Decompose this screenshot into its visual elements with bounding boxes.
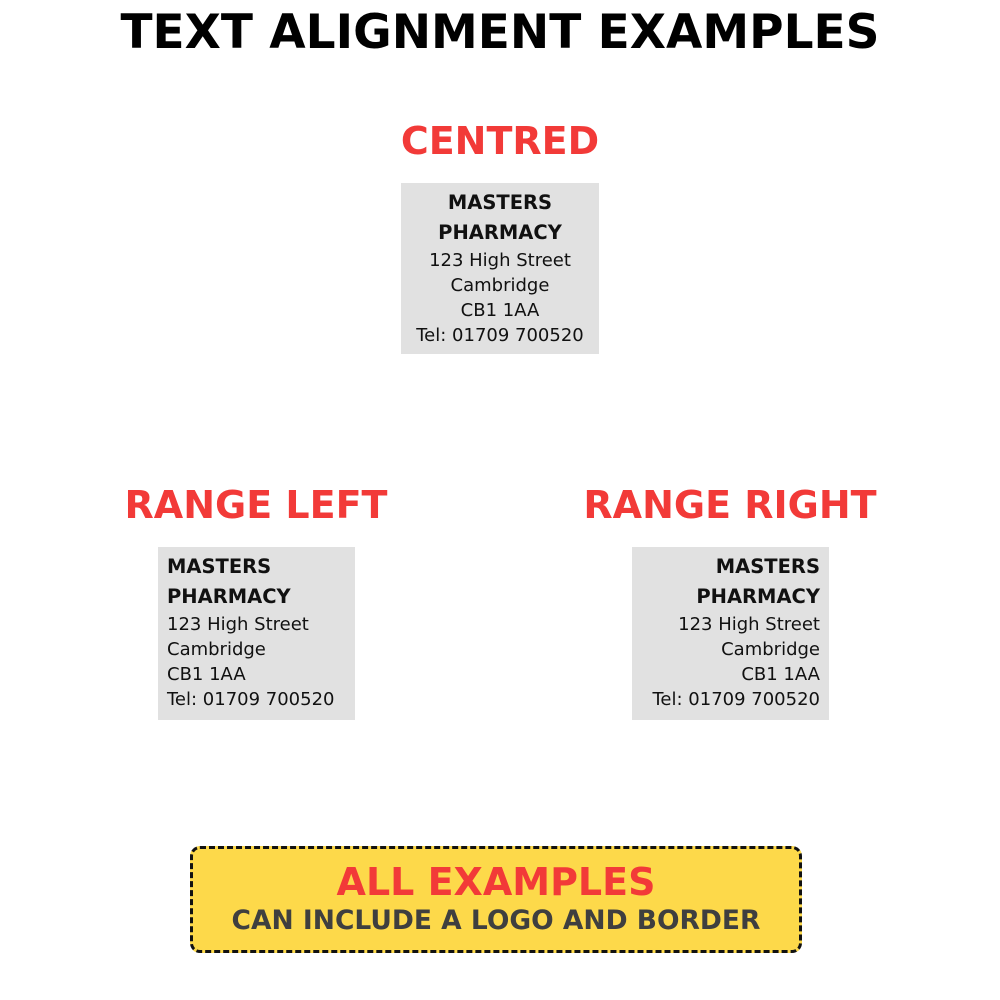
pharmacy-name-line-2: PHARMACY xyxy=(696,585,820,608)
city: Cambridge xyxy=(167,639,266,660)
phone-number: Tel: 01709 700520 xyxy=(167,689,335,710)
heading-range-left: RANGE LEFT xyxy=(124,483,388,527)
note-title: ALL EXAMPLES xyxy=(336,860,656,904)
pharmacy-name-line-2: PHARMACY xyxy=(167,585,291,608)
note-subtitle: CAN INCLUDE A LOGO AND BORDER xyxy=(231,905,761,936)
page-title: TEXT ALIGNMENT EXAMPLES xyxy=(120,5,880,60)
postcode: CB1 1AA xyxy=(741,664,820,685)
postcode: CB1 1AA xyxy=(460,300,540,321)
address-card-range-left: MASTERS PHARMACY 123 High Street Cambrid… xyxy=(158,547,355,720)
address-card-range-right: MASTERS PHARMACY 123 High Street Cambrid… xyxy=(632,547,829,720)
phone-number: Tel: 01709 700520 xyxy=(652,689,821,710)
city: Cambridge xyxy=(721,639,820,660)
pharmacy-name-line-2: PHARMACY xyxy=(438,221,562,244)
logo-border-note: ALL EXAMPLES CAN INCLUDE A LOGO AND BORD… xyxy=(190,846,802,953)
phone-number: Tel: 01709 700520 xyxy=(416,325,584,346)
postcode: CB1 1AA xyxy=(167,664,246,685)
street-address: 123 High Street xyxy=(429,250,571,271)
address-card-centred: MASTERS PHARMACY 123 High Street Cambrid… xyxy=(401,183,599,354)
pharmacy-name-line-1: MASTERS xyxy=(167,555,272,578)
city: Cambridge xyxy=(450,275,550,296)
heading-range-right: RANGE RIGHT xyxy=(583,483,877,527)
street-address: 123 High Street xyxy=(678,614,820,635)
pharmacy-name-line-1: MASTERS xyxy=(715,555,820,578)
pharmacy-name-line-1: MASTERS xyxy=(447,191,553,214)
street-address: 123 High Street xyxy=(167,614,309,635)
heading-centred: CENTRED xyxy=(400,119,600,163)
